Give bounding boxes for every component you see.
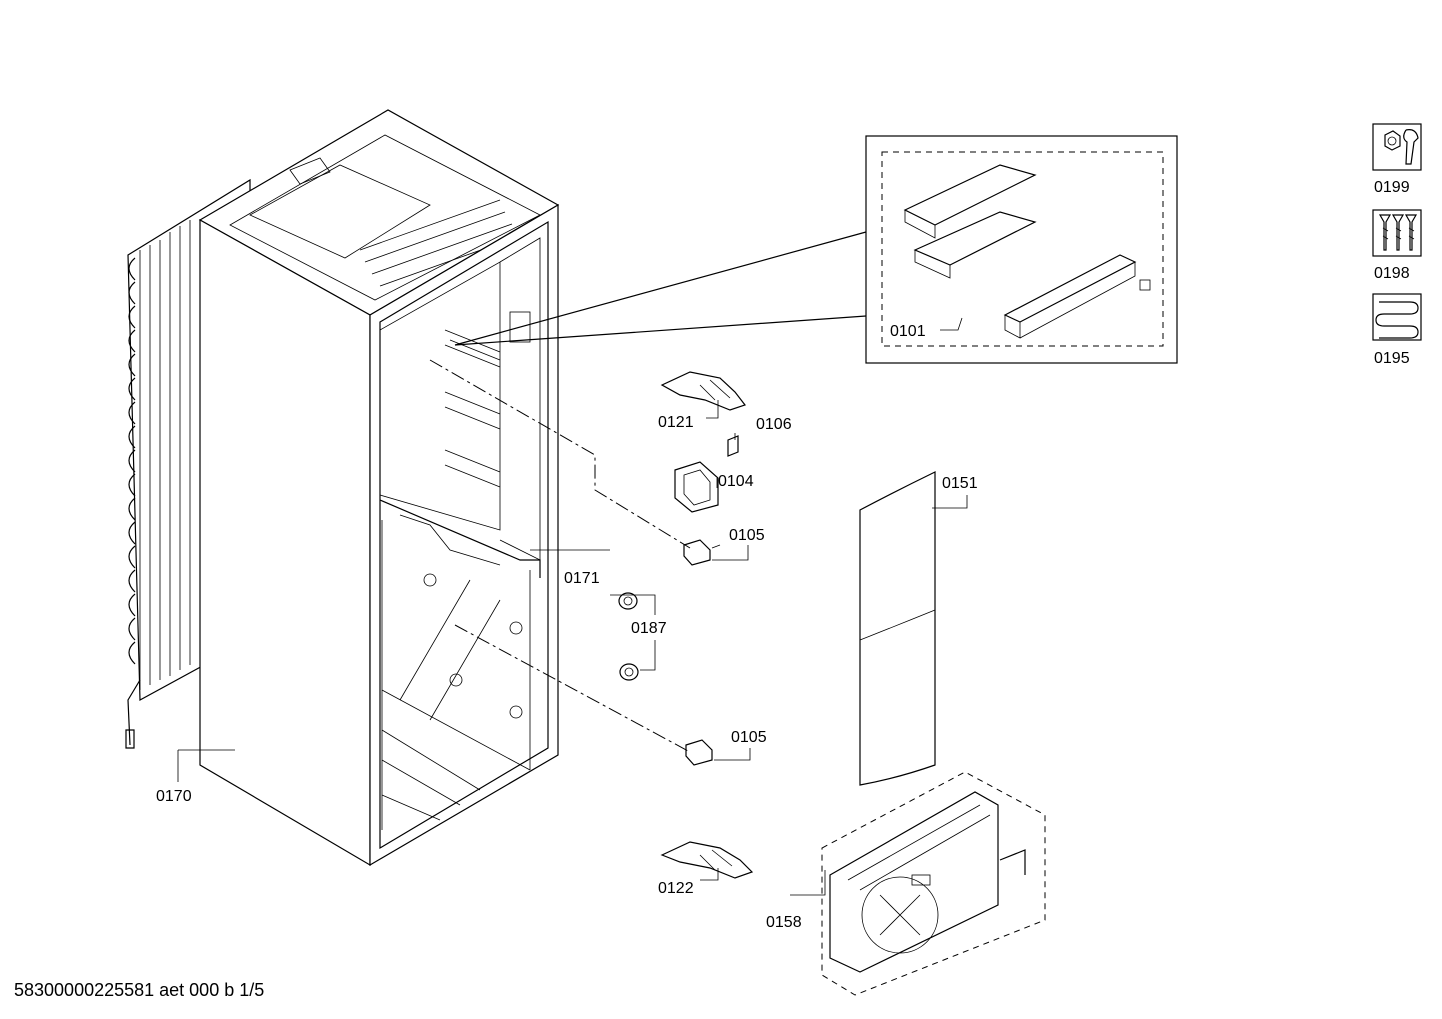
screws-icon: [1378, 214, 1418, 251]
side-icon-0199: 0199: [1372, 123, 1422, 196]
heating-coil-icon: [1375, 301, 1419, 339]
nut-wrench-icon: [1384, 129, 1419, 165]
label-0122: 0122: [658, 880, 694, 897]
door-panel: [859, 471, 936, 786]
label-0198: 0198: [1374, 265, 1410, 282]
label-0106: 0106: [756, 416, 792, 433]
fan-module: [821, 771, 1046, 996]
clip-0106: [727, 435, 739, 457]
label-0195: 0195: [1374, 350, 1410, 367]
label-0105-top: 0105: [729, 527, 765, 544]
feet-0187: [618, 592, 639, 681]
label-0151: 0151: [942, 475, 978, 492]
bracket-0105-top: [683, 539, 711, 566]
detail-inset-0101: [454, 135, 1178, 364]
label-0199: 0199: [1374, 179, 1410, 196]
label-0104: 0104: [718, 473, 754, 490]
document-footer-code: 58300000225581 aet 000 b 1/5: [14, 980, 265, 1000]
label-0101: 0101: [890, 323, 926, 340]
side-icon-0198: 0198: [1372, 209, 1422, 282]
label-0187: 0187: [631, 620, 667, 637]
bracket-0105-bottom: [685, 739, 713, 766]
label-0158: 0158: [766, 914, 802, 931]
label-0171: 0171: [564, 570, 600, 587]
label-0105-bottom: 0105: [731, 729, 767, 746]
fridge-cabinet: [198, 109, 560, 867]
label-0121: 0121: [658, 414, 694, 431]
label-0170: 0170: [156, 788, 192, 805]
callout-leaders: [177, 317, 968, 896]
frame-0104: [674, 461, 719, 513]
side-icon-0195: 0195: [1372, 293, 1422, 367]
hinge-top: [660, 371, 746, 411]
part-labels: 0101 0121 0106 0104 0151 0105 0171 0187 …: [156, 323, 978, 931]
hinge-bottom: [660, 841, 754, 879]
